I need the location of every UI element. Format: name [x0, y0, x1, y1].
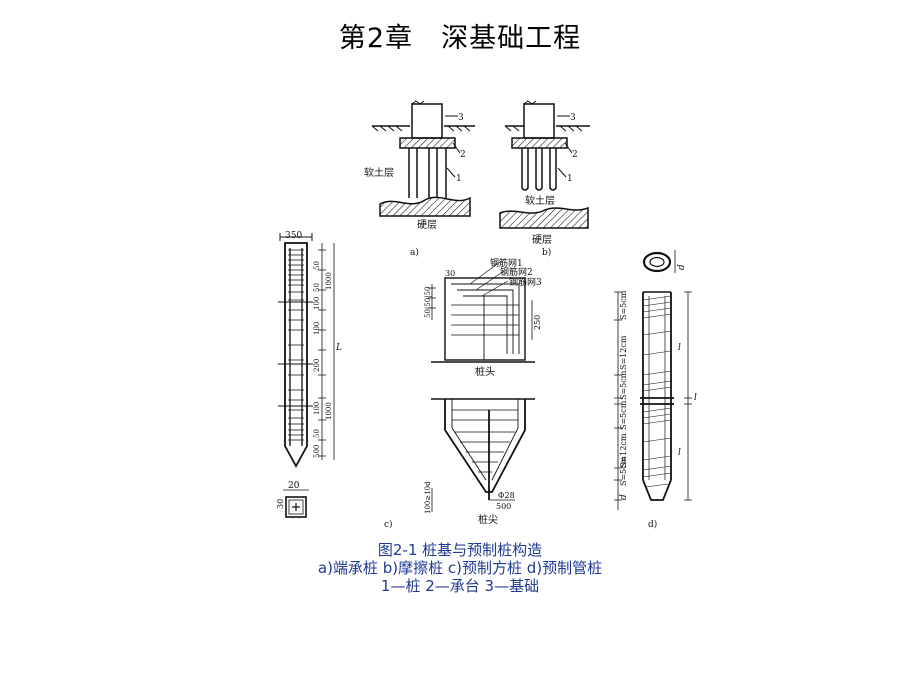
hard-layer-label: 硬层 — [417, 219, 437, 231]
callout-1: 1 — [567, 174, 573, 184]
soft-layer-label: 软土层 — [364, 166, 394, 179]
length-l-lower: l — [678, 448, 681, 458]
pipe-section — [642, 251, 672, 273]
soft-layer-label: 软土层 — [525, 194, 555, 207]
tip-rebar-dim: Φ28 — [498, 491, 515, 500]
pile-head — [444, 277, 526, 361]
pile-head-label: 桩头 — [475, 365, 495, 378]
panel-c-square-pile — [278, 233, 535, 518]
dim-100: 100 — [313, 297, 321, 310]
head-dim-30: 30 — [445, 269, 455, 278]
dim-100c: 100 — [313, 402, 321, 415]
dim-50b: 50 — [313, 283, 321, 292]
ring-dim-d: d — [677, 264, 687, 270]
length-l-total: l — [694, 393, 697, 403]
dim-200: 200 — [313, 359, 321, 372]
page-title: 第2章深基础工程 — [0, 16, 920, 55]
pile-width-dim: 350 — [285, 231, 302, 241]
dim-1000: 1000 — [325, 272, 333, 290]
tip-length-dim: 500 — [496, 502, 511, 511]
panel-b-friction-pile — [499, 100, 590, 229]
figure-caption-legend: 1—桩 2—承台 3—基础 — [380, 577, 540, 595]
pile-cap — [399, 137, 456, 149]
callout-1: 1 — [456, 174, 462, 184]
section-dim-30: 30 — [276, 499, 285, 509]
panel-a-letter: a) — [410, 247, 419, 258]
pile-section — [285, 496, 307, 518]
spacing-s5-mid: S=5cm — [619, 370, 628, 400]
panel-c-letter: c) — [384, 519, 393, 530]
dim-L: L — [335, 343, 342, 353]
head-dim-250: 250 — [533, 315, 542, 330]
tip-dim-10d: 100≥10d — [424, 481, 432, 514]
callout-3: 3 — [570, 113, 576, 123]
panel-b-letter: b) — [542, 247, 551, 258]
spacing-s12-top: S=12cm — [619, 335, 628, 370]
spacing-s5-bottom: S=5cm — [619, 456, 628, 486]
tip-dim-d: d — [619, 494, 629, 500]
dim-1000b: 1000 — [325, 402, 333, 420]
mesh-label-3: 钢筋网3 — [509, 276, 542, 288]
column-base — [411, 103, 443, 139]
pile-outline — [284, 242, 308, 468]
length-l-upper: l — [678, 343, 681, 353]
figure-caption-title: 图2-1 桩基与预制桩构造 — [377, 541, 543, 559]
panel-a-end-bearing-pile — [371, 100, 475, 217]
spacing-s5-low: S=5cm — [619, 400, 628, 430]
mesh-label-1: 钢筋网1 — [490, 257, 523, 269]
pile — [521, 148, 529, 191]
hard-layer — [379, 196, 471, 217]
callout-2: 2 — [572, 150, 578, 160]
callout-3: 3 — [458, 113, 464, 123]
section-dim-20: 20 — [288, 481, 300, 491]
dim-100b: 100 — [313, 322, 321, 335]
panel-d-letter: d) — [648, 519, 657, 530]
chapter-number: 第2章 — [338, 23, 414, 54]
figure-caption-subtitles: a)端承桩 b)摩擦桩 c)预制方桩 d)预制管桩 — [317, 559, 603, 577]
dim-50: 50 — [313, 261, 321, 270]
dim-50c: 50 — [313, 429, 321, 438]
mesh-label-2: 钢筋网2 — [500, 266, 533, 278]
panel-d-pipe-pile — [614, 250, 692, 510]
callout-2: 2 — [460, 150, 466, 160]
spacing-s5-top: S=5cm — [619, 290, 628, 320]
pile-tip-label: 桩尖 — [478, 513, 498, 526]
head-dim-50: 50|50|50 — [424, 287, 432, 318]
column-base — [523, 103, 555, 139]
dim-500: 500 — [313, 445, 321, 458]
pile-cap — [511, 137, 568, 149]
chapter-title: 深基础工程 — [441, 23, 582, 54]
hard-layer-label: 硬层 — [532, 234, 552, 246]
hard-layer — [499, 206, 589, 229]
spacing-s12-low: S=12cm — [619, 433, 628, 468]
